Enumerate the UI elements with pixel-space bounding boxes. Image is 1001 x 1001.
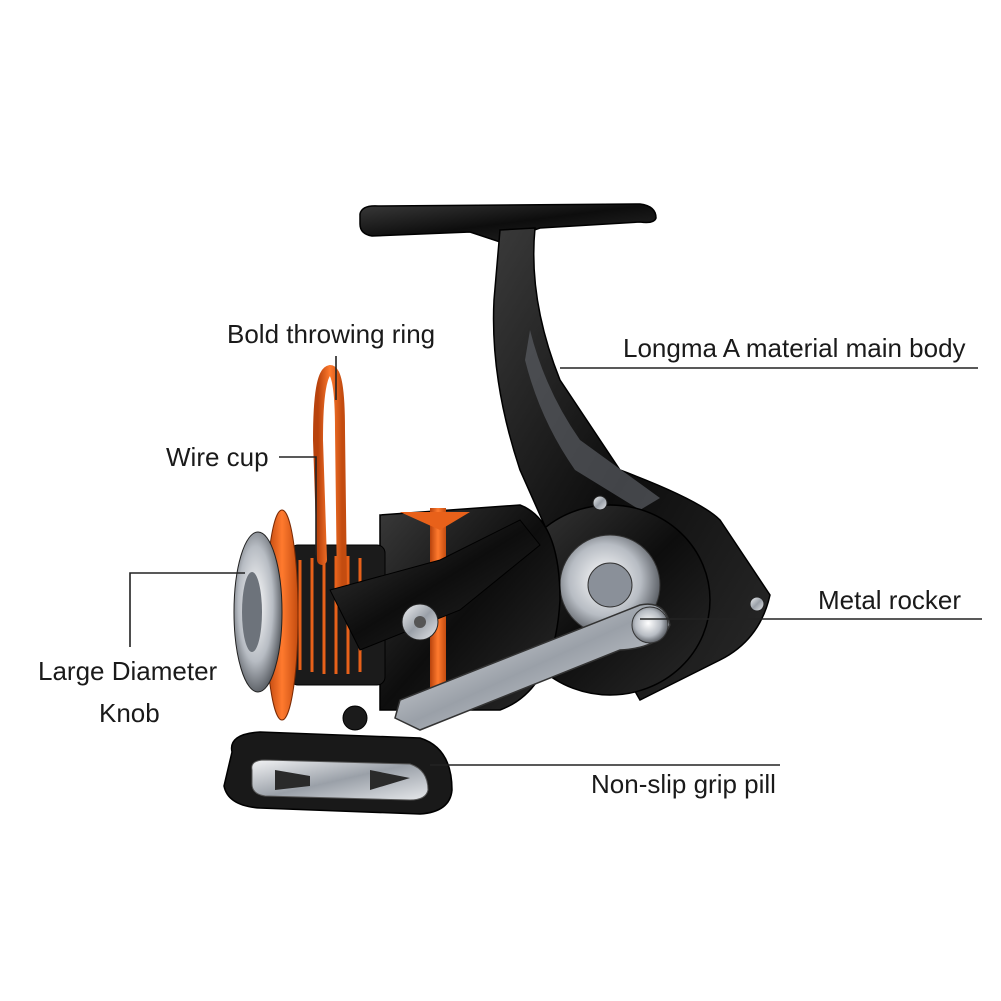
callout-throwing-ring: Bold throwing ring bbox=[227, 319, 435, 400]
leader-wire-cup bbox=[279, 456, 317, 555]
callout-main-body: Longma A material main body bbox=[560, 333, 978, 369]
callout-label-knob-line2: Knob bbox=[99, 698, 160, 728]
leader-knob bbox=[129, 572, 245, 647]
callout-label-knob-line1: Large Diameter bbox=[38, 656, 218, 686]
callout-label-metal-rocker: Metal rocker bbox=[818, 585, 961, 615]
callout-wire-cup: Wire cup bbox=[166, 442, 317, 555]
reel-illustration bbox=[223, 203, 771, 815]
callout-knob: Large Diameter Knob bbox=[38, 572, 245, 728]
reel-arm-cutout bbox=[525, 330, 660, 510]
callout-label-wire-cup: Wire cup bbox=[166, 442, 269, 472]
callout-metal-rocker: Metal rocker bbox=[640, 585, 982, 620]
reel-foot bbox=[359, 203, 657, 243]
callout-grip: Non-slip grip pill bbox=[430, 764, 780, 799]
callout-label-main-body: Longma A material main body bbox=[623, 333, 966, 363]
callout-label-grip: Non-slip grip pill bbox=[591, 769, 776, 799]
callout-label-throwing-ring: Bold throwing ring bbox=[227, 319, 435, 349]
bail-wire bbox=[312, 364, 347, 595]
